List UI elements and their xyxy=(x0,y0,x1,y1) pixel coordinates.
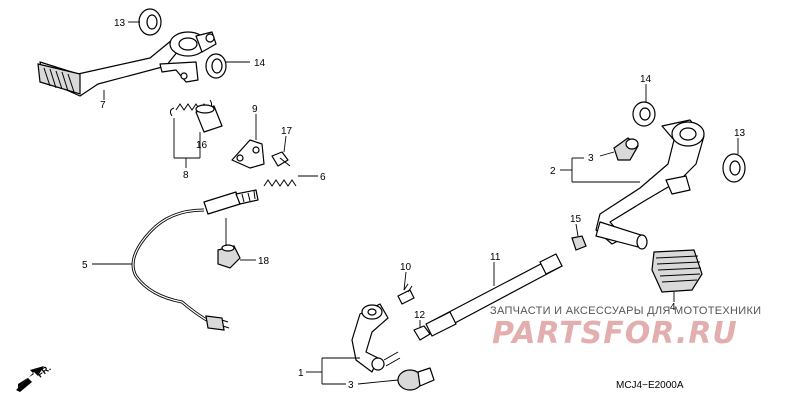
nut-12[interactable] xyxy=(413,325,431,341)
ball-joint-3-lower[interactable] xyxy=(397,367,435,391)
callout-6: 6 xyxy=(320,172,326,183)
diagram-code: MCJ4−E2000A xyxy=(616,380,684,391)
nut-18[interactable] xyxy=(217,244,241,269)
brake-switch-cable-5[interactable] xyxy=(131,189,259,331)
callout-4: 4 xyxy=(670,302,676,313)
gearshift-pedal-2[interactable] xyxy=(595,119,705,250)
collar-part[interactable] xyxy=(195,104,223,133)
shift-arm-1[interactable] xyxy=(351,303,401,373)
callout-18: 18 xyxy=(258,256,270,267)
leader-lines xyxy=(92,21,739,385)
callout-13-right: 13 xyxy=(734,128,746,139)
callout-8: 8 xyxy=(183,170,189,181)
callout-17: 17 xyxy=(281,126,293,137)
callout-13-top: 13 xyxy=(114,18,126,29)
watermark-title: ЗАПЧАСТИ И АКСЕССУАРЫ ДЛЯ МОТОТЕХНИКИ xyxy=(490,305,762,317)
front-arrow: FR. xyxy=(16,363,53,392)
seal-13-right[interactable] xyxy=(722,153,746,183)
callout-16: 16 xyxy=(196,140,208,151)
callout-3-upper: 3 xyxy=(588,153,594,164)
callout-10: 10 xyxy=(400,262,412,273)
brake-pedal[interactable] xyxy=(37,31,217,97)
toe-peg-rubber-4[interactable] xyxy=(651,249,703,293)
callout-12: 12 xyxy=(414,310,426,321)
seal-13-top[interactable] xyxy=(138,8,162,36)
ball-joint-3-upper[interactable] xyxy=(613,137,639,161)
shift-rod-11[interactable] xyxy=(425,253,563,337)
callout-11: 11 xyxy=(490,252,501,263)
callout-14-top: 14 xyxy=(254,58,266,69)
callout-9: 9 xyxy=(252,104,258,115)
bolt-10[interactable] xyxy=(397,283,415,305)
callout-5: 5 xyxy=(82,260,88,271)
seal-14-right[interactable] xyxy=(632,101,656,127)
callout-3-lower: 3 xyxy=(348,380,354,391)
callout-1: 1 xyxy=(298,368,304,379)
front-arrow-label: FR. xyxy=(35,363,53,380)
nut-15[interactable] xyxy=(571,235,587,251)
bolt-17[interactable] xyxy=(271,151,291,167)
callout-7: 7 xyxy=(100,100,106,111)
callout-14-right: 14 xyxy=(640,74,652,85)
bracket-9[interactable] xyxy=(231,139,265,169)
spring-6[interactable] xyxy=(263,179,297,187)
callout-15: 15 xyxy=(570,214,582,225)
watermark-logo: PARTSFOR.RU xyxy=(492,316,738,351)
seal-14-top[interactable] xyxy=(205,53,227,79)
callout-2: 2 xyxy=(550,166,556,177)
